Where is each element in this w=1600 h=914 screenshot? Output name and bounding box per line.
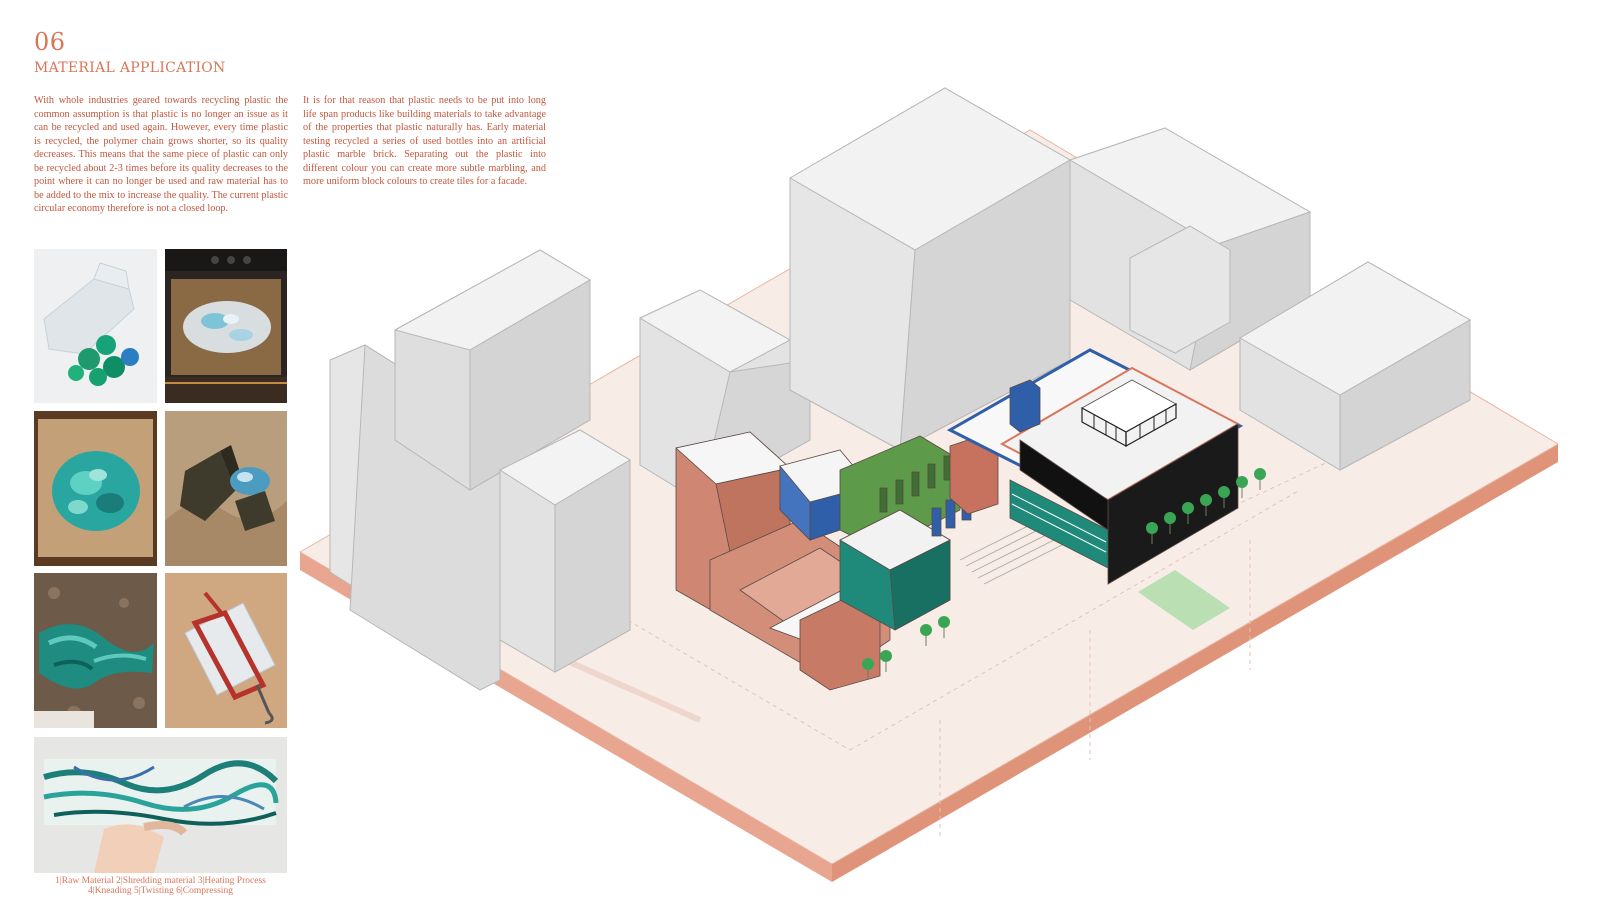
caption-line-2: 4|Kneading 5|Twisting 6|Compressing bbox=[88, 886, 233, 896]
photo-twisting bbox=[34, 573, 157, 728]
page-number: 06 bbox=[34, 28, 66, 56]
photo-compressing bbox=[165, 573, 287, 728]
body-paragraph-1: With whole industries geared towards rec… bbox=[34, 95, 288, 214]
caption-line-1: 1|Raw Material 2|Shredding material 3|He… bbox=[55, 876, 266, 886]
photo-raw-material bbox=[34, 249, 157, 403]
photo-finished-brick bbox=[34, 737, 287, 873]
photo-kneading bbox=[165, 411, 287, 566]
photo-caption: 1|Raw Material 2|Shredding material 3|He… bbox=[34, 876, 287, 896]
street-trees bbox=[862, 468, 1266, 680]
body-paragraph-2: It is for that reason that plastic needs… bbox=[303, 95, 546, 187]
photo-shredding bbox=[165, 249, 287, 403]
proposed-building bbox=[675, 348, 1244, 691]
page-title: MATERIAL APPLICATION bbox=[34, 60, 226, 76]
axonometric-site-drawing bbox=[299, 87, 1559, 882]
photo-heating bbox=[34, 411, 157, 566]
